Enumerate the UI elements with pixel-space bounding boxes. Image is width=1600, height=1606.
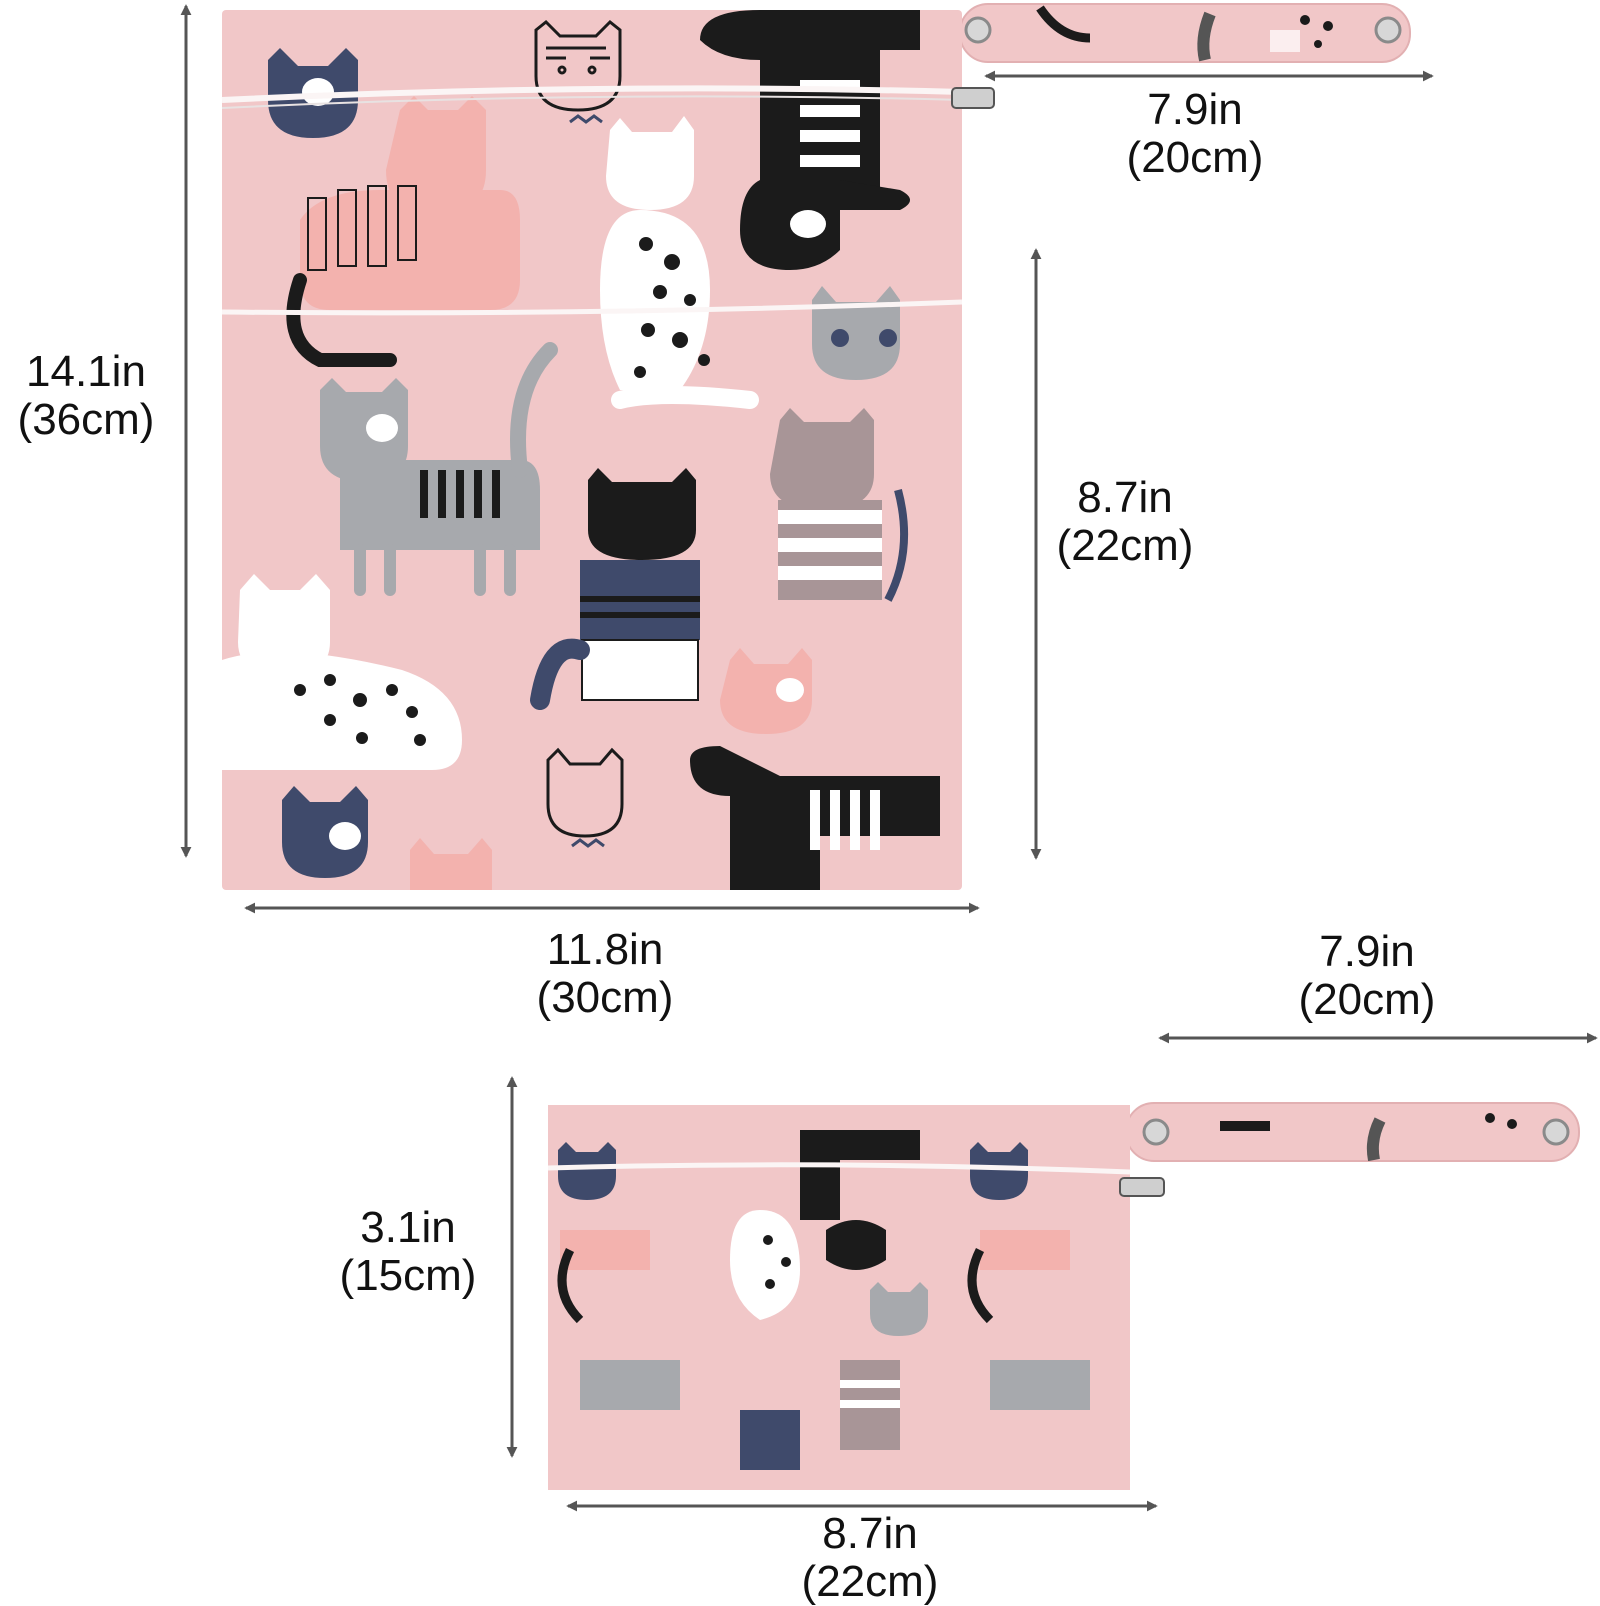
label-inches: 3.1in (360, 1203, 456, 1252)
large-bag-zipper[interactable] (221, 85, 995, 109)
small-bag-strap (1125, 1102, 1580, 1162)
cat-pink-sweater (286, 96, 520, 367)
zipper-pull-icon[interactable] (951, 87, 995, 109)
label-small-width: 8.7in (22cm) (770, 1510, 970, 1606)
cat-white-spotted (600, 116, 759, 409)
cat-gray-striped (320, 342, 558, 596)
label-large-width: 11.8in (30cm) (500, 926, 710, 1022)
label-small-height: 3.1in (15cm) (320, 1204, 496, 1300)
cat-head-outline-lower (546, 747, 624, 848)
label-inches: 7.9in (1147, 85, 1243, 134)
label-large-strap: 7.9in (20cm) (1090, 86, 1300, 182)
label-centimeters: (22cm) (1056, 521, 1194, 570)
cat-black-lower (690, 746, 940, 890)
label-inches: 14.1in (26, 347, 146, 396)
cat-masked-navy (530, 468, 700, 710)
label-centimeters: (20cm) (1126, 133, 1264, 182)
label-centimeters: (30cm) (536, 973, 674, 1022)
snap-button-icon[interactable] (1142, 1118, 1170, 1146)
large-bag-strap (959, 3, 1411, 63)
cat-head-gray (812, 286, 900, 380)
cat-head-navy-lower (282, 786, 368, 878)
label-small-strap: 7.9in (20cm) (1262, 928, 1472, 1024)
label-inches: 11.8in (546, 925, 664, 974)
snap-button-icon[interactable] (1374, 16, 1402, 44)
cat-pattern-small (557, 1130, 1090, 1470)
snap-button-icon[interactable] (1542, 1118, 1570, 1146)
label-centimeters: (20cm) (1298, 975, 1436, 1024)
label-centimeters: (15cm) (339, 1251, 477, 1300)
small-bag-zipper[interactable] (547, 1162, 1165, 1197)
cat-head-pink (720, 648, 812, 734)
label-inches: 8.7in (1077, 473, 1173, 522)
label-centimeters: (22cm) (801, 1557, 939, 1606)
pocket-seam (221, 299, 963, 316)
label-inches: 8.7in (822, 1509, 918, 1558)
cat-white-lying (222, 574, 462, 770)
cat-mauve (770, 408, 909, 602)
cat-pattern (222, 10, 940, 890)
label-centimeters: (36cm) (17, 395, 155, 444)
cat-head-outline (534, 19, 622, 124)
large-wet-bag (221, 3, 1411, 890)
dimension-arrows (180, 4, 1598, 1512)
label-inches: 7.9in (1319, 927, 1415, 976)
snap-button-icon[interactable] (964, 16, 992, 44)
label-large-height: 14.1in (36cm) (0, 348, 172, 444)
label-pocket-height: 8.7in (22cm) (1040, 474, 1210, 570)
zipper-pull-icon[interactable] (1119, 1177, 1165, 1197)
small-wet-bag (547, 1102, 1580, 1490)
